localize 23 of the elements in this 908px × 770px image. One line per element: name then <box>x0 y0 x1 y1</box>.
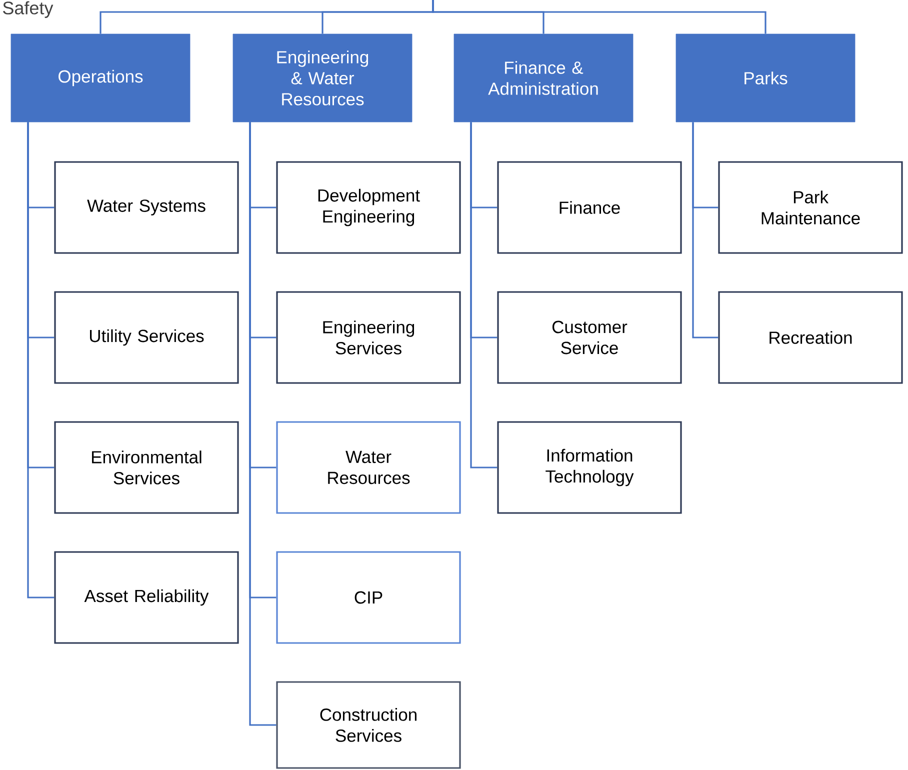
connector-line <box>27 122 54 598</box>
connector-line <box>470 122 498 468</box>
department-box: Parks <box>676 34 856 122</box>
department-box: Finance & Administration <box>454 34 634 122</box>
connector-line <box>692 122 718 338</box>
division-box: Customer Service <box>497 291 682 384</box>
connector-line <box>249 122 276 726</box>
division-box: Utility Services <box>54 291 239 384</box>
department-box: Engineering & Water Resources <box>232 34 412 122</box>
division-box: Information Technology <box>497 421 682 514</box>
division-box: Water Systems <box>54 161 239 254</box>
division-box: Asset Reliability <box>54 551 239 644</box>
division-box: Environmental Services <box>54 421 239 514</box>
department-box: Operations <box>10 34 190 122</box>
connector-line <box>432 0 766 34</box>
division-box: Water Resources <box>276 421 461 514</box>
division-box: Construction Services <box>276 681 461 769</box>
division-box: Park Maintenance <box>718 161 903 254</box>
division-box: CIP <box>276 551 461 644</box>
division-box: Recreation <box>718 291 903 384</box>
division-box: Finance <box>497 161 682 254</box>
division-box: Engineering Services <box>276 291 461 384</box>
division-box: Development Engineering <box>276 161 461 254</box>
